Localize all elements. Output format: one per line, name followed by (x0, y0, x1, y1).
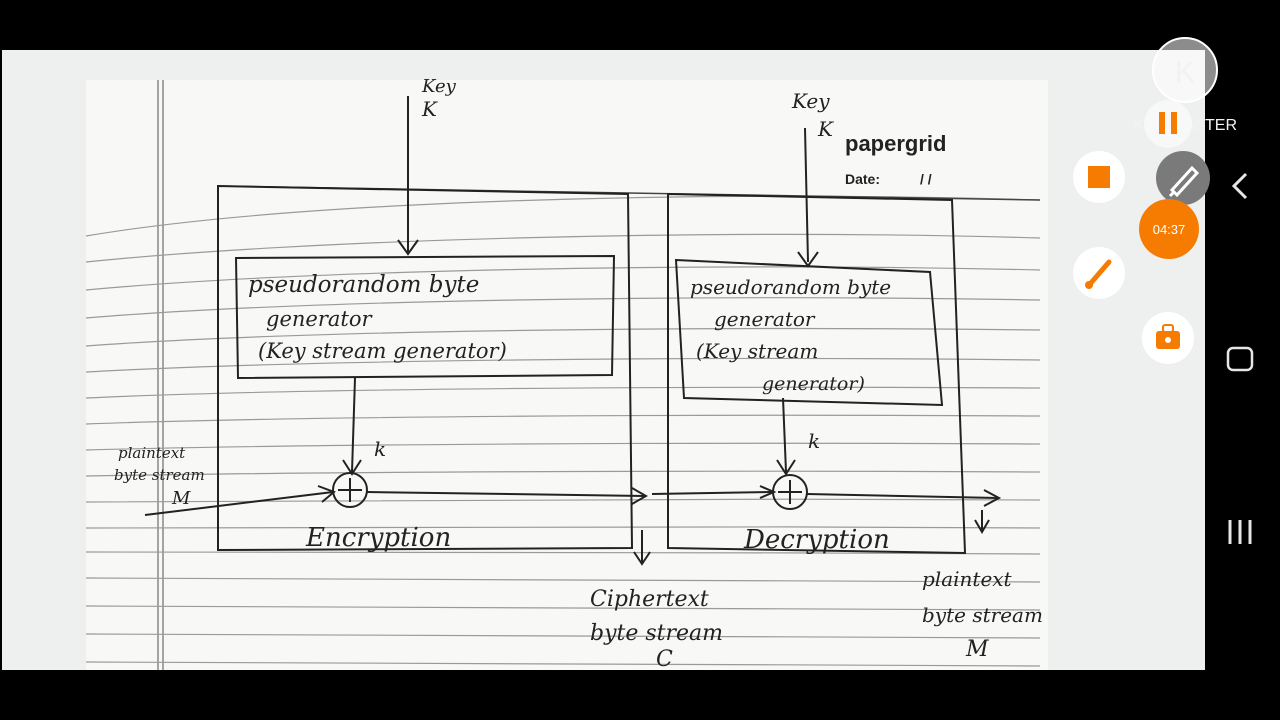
timer-text: 04:37 (1153, 222, 1186, 237)
plaintext-out-symbol: M (965, 637, 989, 662)
tool-brush-button[interactable] (1073, 247, 1125, 299)
tool-stop-button[interactable] (1073, 151, 1125, 203)
k-right-label: k (808, 429, 820, 453)
video-frame (2, 50, 1205, 670)
plaintext-out-line1: plaintext (922, 567, 1013, 591)
pen-icon (1168, 165, 1200, 198)
brand-label: papergrid (845, 131, 946, 156)
pause-icon (1159, 112, 1177, 134)
decryption-label: Decryption (743, 525, 890, 555)
key-right-symbol: K (817, 117, 834, 141)
tool-clear-button[interactable] (1142, 312, 1194, 364)
watermark-logo: K (1175, 56, 1195, 89)
nav-home-button[interactable] (1226, 346, 1254, 372)
plaintext-in-symbol: M (171, 488, 191, 509)
key-left-symbol: K (421, 97, 438, 121)
nav-recents-button[interactable] (1228, 520, 1252, 544)
tool-pen-button[interactable] (1156, 151, 1210, 205)
back-icon (1231, 172, 1248, 200)
gen-right-line4: generator) (762, 373, 865, 395)
encryption-label: Encryption (305, 523, 451, 553)
xor-left (332, 472, 368, 508)
timer-badge[interactable]: 04:37 (1139, 199, 1199, 259)
diagram (144, 96, 1002, 566)
tool-pause-button[interactable] (1144, 100, 1192, 148)
gen-left-line1: pseudorandom byte (248, 272, 479, 298)
generator-box-right (674, 258, 944, 407)
gen-left-line3: (Key stream generator) (258, 339, 507, 363)
gen-right-line1: pseudorandom byte (690, 275, 891, 299)
plaintext-out-line2: byte stream (922, 603, 1043, 627)
ciphertext-line2: byte stream (590, 621, 723, 646)
clear-bag-icon (1156, 324, 1180, 349)
ciphertext-symbol: C (656, 647, 673, 672)
generator-box-left (234, 254, 616, 380)
decryption-box (667, 192, 967, 555)
date-value: / / (920, 171, 932, 187)
brush-icon (1085, 259, 1112, 289)
diagram-labels: Key K Key K pseudorandom byte generator … (114, 76, 1043, 672)
gen-right-line3: (Key stream (696, 339, 818, 363)
encryption-box (217, 184, 634, 552)
home-icon (1226, 346, 1254, 372)
plaintext-in-line1: plaintext (118, 444, 186, 462)
nav-back-button[interactable] (1231, 172, 1248, 200)
k-left-label: k (374, 437, 386, 461)
recents-icon (1228, 520, 1252, 544)
key-right-label: Key (791, 89, 830, 113)
date-label: Date: (845, 171, 880, 187)
gen-left-line2: generator (266, 307, 373, 331)
ciphertext-line1: Ciphertext (590, 587, 709, 612)
plaintext-in-line2: byte stream (114, 466, 205, 484)
key-left-label: Key (421, 76, 457, 97)
gen-right-line2: generator (714, 307, 816, 331)
stop-icon (1088, 166, 1110, 188)
